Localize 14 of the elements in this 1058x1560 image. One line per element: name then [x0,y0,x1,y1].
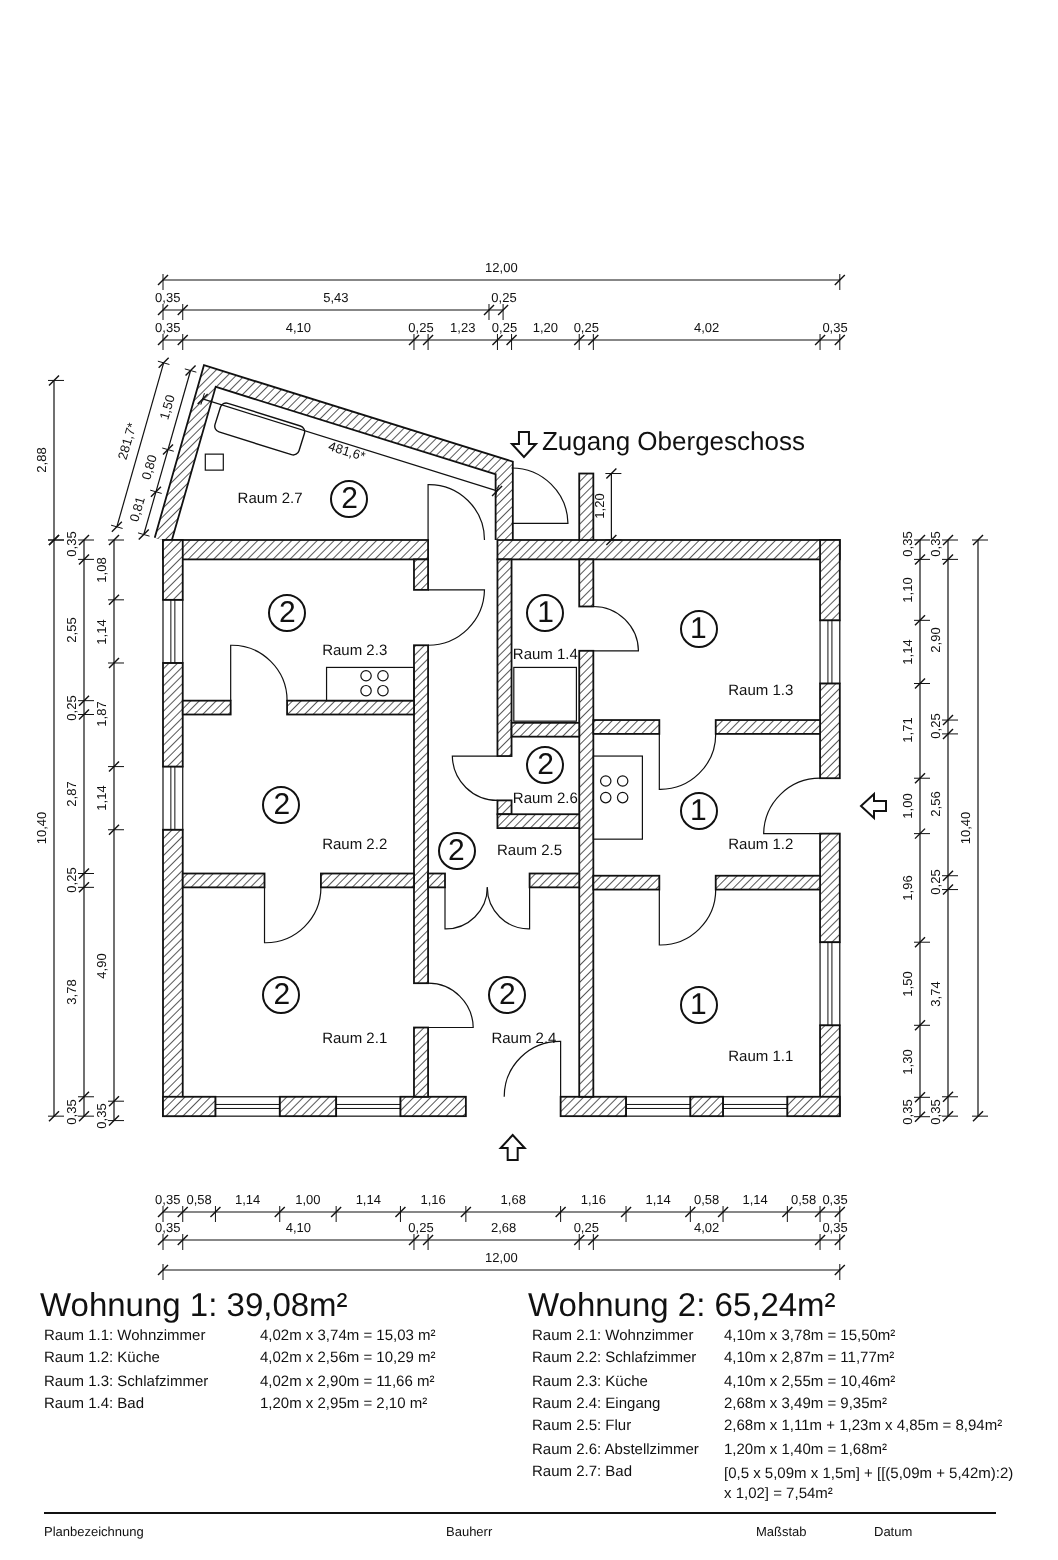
apartment-number-circle: 2 [437,831,476,870]
apartment-number-circle: 2 [262,786,301,825]
apartment-area-heading: Wohnung 1: 39,08m² [40,1290,348,1323]
apartment-number-circle: 1 [526,593,565,632]
apartment-number-circle: 2 [268,593,307,632]
apartment-number-circle: 2 [262,975,301,1014]
apartment-area-heading: Wohnung 2: 65,24m² [528,1290,836,1323]
apartment-number-circle: 2 [330,479,369,518]
apartment-number-circle: 1 [679,986,718,1025]
apartment-number-circle: 1 [679,792,718,831]
apartment-number-circle: 2 [488,975,527,1014]
apartment-number-circle: 1 [679,609,718,648]
apartment-number-circle: 2 [526,745,565,784]
access-label: Zugang Obergeschoss [541,428,805,454]
